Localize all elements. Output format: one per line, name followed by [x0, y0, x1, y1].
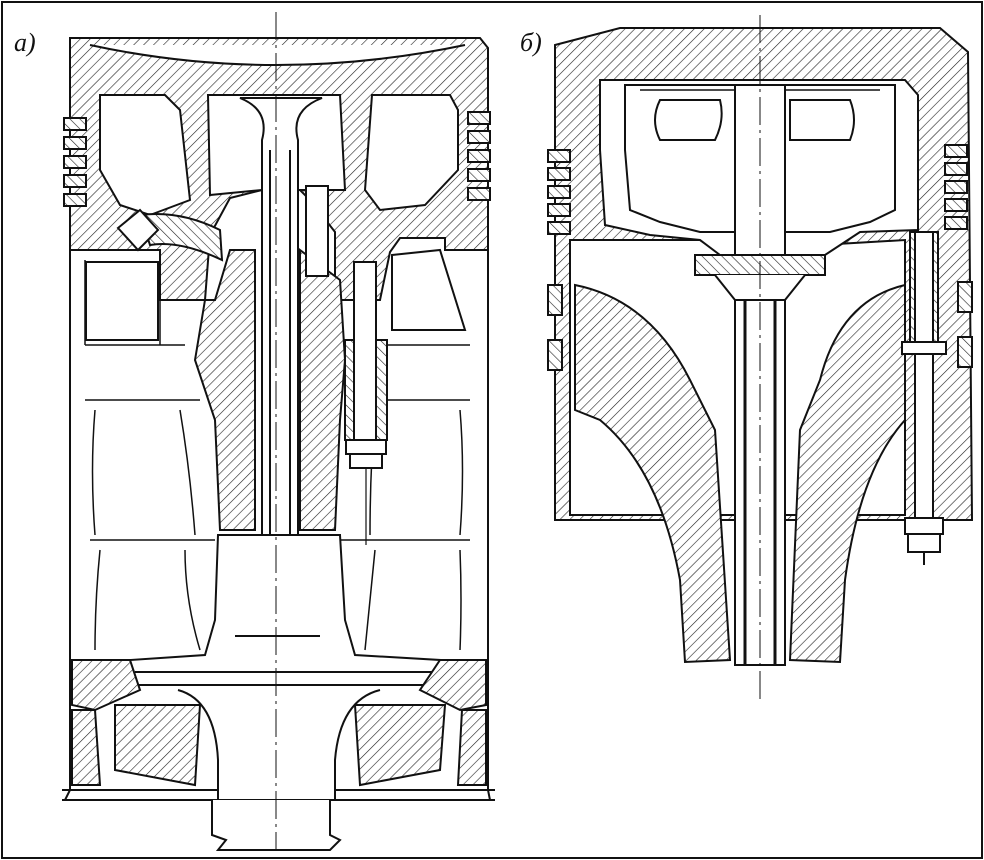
panel-a-pin-boss: [129, 534, 441, 686]
panel-a-bottom-left-block: [114, 704, 202, 787]
panel-a-conrod: [177, 689, 381, 801]
panel-a-pad-left: [85, 261, 159, 341]
panel-b-drawing: [547, 15, 974, 700]
panel-a-drawing: [62, 12, 495, 851]
panel-a-ring-grooves-left: [63, 117, 87, 207]
panel-a-cavity-right: [363, 94, 459, 212]
panel-b-label: б): [520, 28, 542, 57]
panel-a-ring-grooves-right: [467, 111, 491, 201]
panel-a-screw: [305, 185, 329, 277]
panel-a-bottom-right-block: [353, 704, 447, 787]
panel-b-hub: [574, 283, 732, 664]
panel-b-ring-grooves-left: [547, 149, 571, 371]
panel-a-label: а): [14, 28, 36, 57]
panel-a-bolt: [344, 261, 388, 545]
panel-a-hub: [193, 249, 256, 531]
panel-b-bolt: [901, 231, 947, 565]
panel-b-ring-grooves-right: [944, 144, 973, 368]
panel-a-skirt-ribs: [84, 260, 470, 651]
panel-a-cavity-left: [99, 94, 192, 217]
